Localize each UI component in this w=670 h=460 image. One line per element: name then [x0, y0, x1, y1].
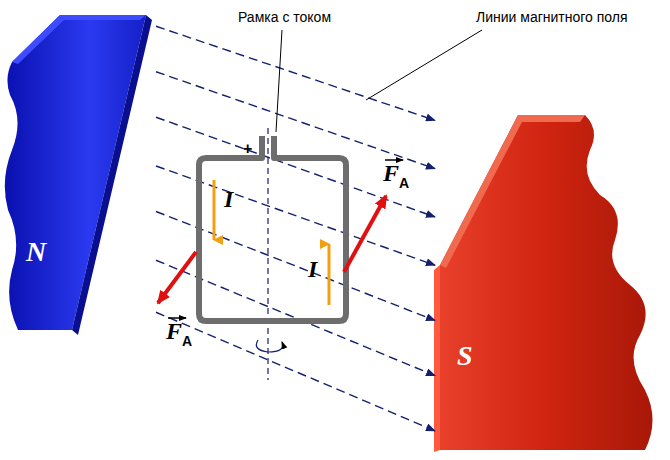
force-symbol: F: [166, 318, 182, 344]
magnet-pole: N: [0, 10, 156, 335]
field-line: [156, 312, 435, 431]
force-subscript: A: [182, 334, 192, 349]
rotation-arrow: [256, 340, 282, 352]
callout-label: Рамка с током: [236, 10, 333, 25]
callout-label: Линии магнитного поля: [474, 10, 630, 25]
north-magnet-edge: [72, 15, 152, 335]
south-magnet-face: [434, 265, 440, 452]
rotation-axis: [267, 128, 268, 380]
south-magnet-top: [440, 115, 585, 268]
pole-letter: N: [26, 238, 46, 266]
north-magnet: [5, 15, 146, 330]
pole-letter: S: [457, 342, 473, 370]
field-line: [156, 26, 435, 120]
field-line: [156, 72, 435, 169]
current-frame: [199, 136, 346, 321]
leader-line: [276, 30, 282, 132]
force-subscript: A: [399, 176, 409, 191]
current-symbol: I: [308, 256, 317, 282]
magnet-pole: S: [435, 110, 660, 455]
force-arrow: [158, 252, 196, 303]
current-arrow: [328, 244, 331, 305]
current-symbol: I: [224, 186, 233, 212]
leader-line: [366, 30, 482, 100]
south-magnet: [440, 115, 653, 450]
force-symbol: F: [383, 160, 399, 186]
force-arrow: [344, 196, 386, 272]
north-magnet-top: [12, 15, 146, 64]
polarity-sign: +: [243, 140, 252, 158]
current-arrow: [213, 180, 216, 240]
